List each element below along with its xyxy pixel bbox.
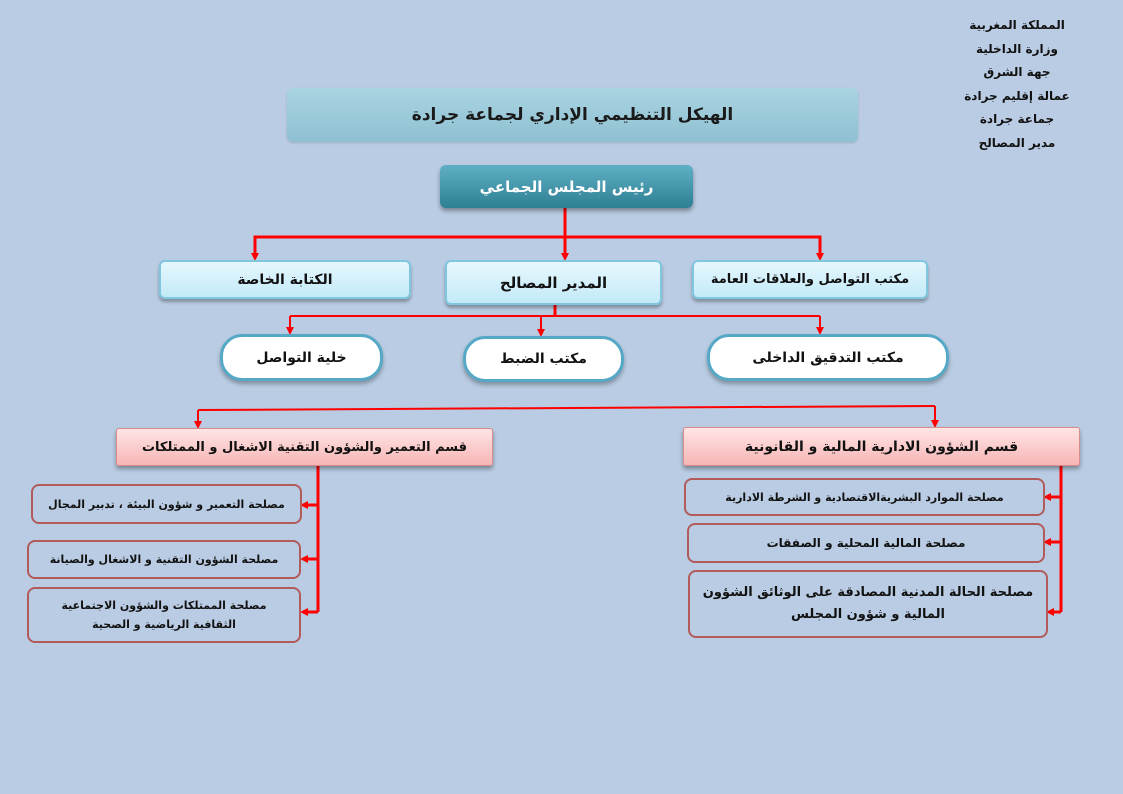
header-line-director: مدير المصالح [978, 135, 1056, 150]
node-dept-admin-financial: قسم الشؤون الادارية المالية و القانونية [683, 427, 1080, 466]
node-service-human-resources: مصلحة الموارد البشريةالاقتصادية و الشرطة… [684, 478, 1045, 516]
connector-president-private-office [251, 235, 565, 261]
header-line-region: جهة الشرق [983, 65, 1051, 79]
node-private-office: الكتابة الخاصة [159, 260, 411, 299]
node-service-civil-status: مصلحة الحالة المدنية المصادقة على الوثائ… [688, 570, 1048, 638]
node-internal-audit: مكتب التدقيق الداخلى [707, 334, 949, 381]
header-line-province: عمالة إقليم جرادة [964, 88, 1070, 103]
node-service-property-social: مصلحة الممتلكات والشؤون الاجتماعية الثقا… [27, 587, 301, 643]
header-line-ministry: وزارة الداخلية [975, 41, 1059, 56]
connector-president-communication-office [565, 235, 824, 261]
node-service-urbanism-environment: مصلحة التعمير و شؤون البيئة ، تدبير المج… [31, 484, 302, 524]
node-president: رئيس المجلس الجماعي [440, 165, 693, 208]
node-services-director: المدير المصالح [445, 260, 662, 305]
header-line-kingdom: المملكة المغربية [969, 18, 1065, 32]
node-service-local-finance: مصلحة المالية المحلية و الصفقات [687, 523, 1045, 563]
node-control-office: مكتب الضبط [463, 336, 624, 382]
node-communication-cell: خلية التواصل [220, 334, 383, 381]
header-line-commune: جماعة جرادة [979, 112, 1055, 126]
connector-departments-bar [197, 405, 936, 411]
node-dept-urban-technical: قسم التعمير والشؤون التقنية الاشغال و ال… [116, 428, 493, 466]
node-communication-office: مكتب التواصل والعلاقات العامة [692, 260, 928, 299]
chart-title: الهيكل التنظيمي الإداري لجماعة جرادة [287, 88, 858, 142]
node-service-technical-works: مصلحة الشؤون التقنية و الاشغال والصيانة [27, 540, 301, 579]
header-block: المملكة المغربية وزارة الداخلية جهة الشر… [957, 14, 1077, 155]
